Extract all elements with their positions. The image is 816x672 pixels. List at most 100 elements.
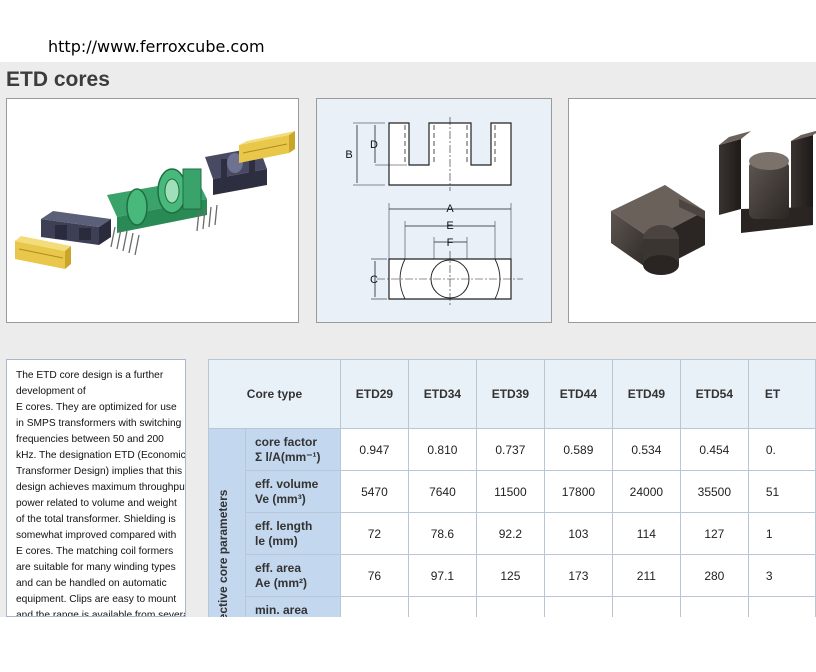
description-line: in SMPS transformers with switching (16, 418, 182, 429)
dim-label-a: A (446, 203, 454, 215)
param-symbol: le (255, 533, 266, 548)
e-core-profile (388, 122, 512, 186)
table-header-row: Core type ETD29 ETD34 ETD39 ETD44 ETD49 … (208, 359, 816, 429)
dim-label-d: D (370, 139, 378, 151)
table-cell: 97.1 (407, 554, 477, 597)
description-line: equipment. Clips are easy to mount (16, 594, 177, 605)
table-cell: 211 (611, 554, 681, 597)
param-unit: (mm⁻¹) (280, 449, 321, 464)
param-name: eff. area (255, 560, 302, 575)
core-photo-panel (568, 98, 816, 323)
description-line: and can be handled on automatic (16, 578, 167, 589)
table-cell: 0.534 (611, 428, 681, 471)
table-cell: 3 (747, 554, 816, 597)
table-cell: 127 (679, 512, 749, 555)
e-core-left (41, 211, 111, 245)
table-cell: 0.947 (339, 428, 409, 471)
core-type-etd39: ETD39 (475, 359, 545, 429)
ferrite-core-front (611, 185, 705, 275)
param-symbol: Ve (255, 491, 270, 506)
description-line: design achieves maximum throughput (16, 482, 186, 493)
param-unit: (mm) (268, 533, 298, 548)
core-type-etd29: ETD29 (339, 359, 409, 429)
param-name: core factor (255, 434, 318, 449)
dimension-drawing: B D A E F C (345, 117, 523, 307)
table-cell: 35500 (679, 470, 749, 513)
description-line: E cores. They are optimized for use (16, 402, 177, 413)
param-unit: (mm³) (272, 491, 306, 506)
param-core-factor: core factor Σ l/A(mm⁻¹) (245, 428, 341, 471)
dim-label-e: E (446, 220, 453, 232)
core-type-etd44: ETD44 (543, 359, 613, 429)
core-parameters-table: Core type ETD29 ETD34 ETD39 ETD44 ETD49 … (208, 359, 816, 639)
clip-right (239, 131, 295, 163)
table-cell: 17800 (543, 470, 613, 513)
url-text: http://www.ferroxcube.com (48, 37, 265, 56)
table-cell: 72 (339, 512, 409, 555)
table-cell: 78.6 (407, 512, 477, 555)
table-cell: 0.454 (679, 428, 749, 471)
table-cell: 51 (747, 470, 816, 513)
table-cell: 92.2 (475, 512, 545, 555)
description-text: The ETD core design is a further develop… (7, 360, 186, 617)
param-name: eff. volume (255, 476, 319, 491)
dim-label-c: C (370, 274, 378, 286)
description-line: E cores. The matching coil formers (16, 546, 174, 557)
table-cell: 114 (611, 512, 681, 555)
table-cell: 11500 (475, 470, 545, 513)
param-eff-length: eff. length le (mm) (245, 512, 341, 555)
group-label: effective core parameters (216, 489, 230, 635)
description-line: Transformer Design) implies that this (16, 466, 183, 477)
description-line: and the range is available from several (16, 610, 186, 617)
section-title: ETD cores (6, 68, 110, 91)
param-name: min. area (255, 603, 308, 617)
param-symbol: Σ l/A (255, 449, 281, 464)
group-label-cell: effective core parameters (208, 428, 246, 639)
table-cell: 0. (747, 428, 816, 471)
description-line: development of (16, 386, 86, 397)
table-cell: 125 (475, 554, 545, 597)
param-unit: (mm²) (273, 575, 308, 590)
table-cell: 5470 (339, 470, 409, 513)
description-line: power related to volume and weight (16, 498, 177, 509)
core-type-etd49: ETD49 (611, 359, 681, 429)
table-cell: 173 (543, 554, 613, 597)
core-type-etd54: ETD54 (679, 359, 749, 429)
core-type-etd59: ET (747, 359, 816, 429)
description-box: The ETD core design is a further develop… (6, 359, 186, 617)
description-line: of the total transformer. Shielding is (16, 514, 176, 525)
coil-former (107, 168, 218, 256)
description-line: kHz. The designation ETD (Economic (16, 450, 186, 461)
table-cell: 280 (679, 554, 749, 597)
dimension-drawing-panel: B D A E F C (316, 98, 552, 323)
table-cell: 7640 (407, 470, 477, 513)
dim-label-b: B (345, 149, 352, 161)
table-row: eff. volume Ve (mm³) 5470 7640 11500 178… (209, 470, 816, 513)
table-cell: 0.589 (543, 428, 613, 471)
table-cell: 24000 (611, 470, 681, 513)
etd-ferrite-cores-photo (611, 130, 816, 275)
table-row: effective core parameters core factor Σ … (208, 428, 816, 639)
core-type-etd34: ETD34 (407, 359, 477, 429)
table-cell: 0.737 (475, 428, 545, 471)
description-line: are suitable for many winding types (16, 562, 176, 573)
param-name: eff. length (255, 518, 313, 533)
page-bottom-cutoff (0, 617, 816, 672)
param-symbol: Ae (255, 575, 271, 590)
description-line: The ETD core design is a further (16, 370, 164, 381)
param-eff-area: eff. area Ae (mm²) (245, 554, 341, 597)
table-row: eff. length le (mm) 72 78.6 92.2 103 114… (209, 512, 816, 555)
table-cell: 76 (339, 554, 409, 597)
description-line: frequencies between 50 and 200 (16, 434, 164, 445)
dim-label-f: F (447, 237, 454, 249)
description-line: somewhat improved compared with (16, 530, 177, 541)
e-core-right (205, 147, 267, 195)
exploded-transformer-illustration (15, 131, 295, 269)
ferrite-core-back (719, 130, 816, 233)
table-cell: 1 (747, 512, 816, 555)
table-row: eff. area Ae (mm²) 76 97.1 125 173 211 2… (209, 554, 816, 597)
assembly-image-panel (6, 98, 299, 323)
core-type-header: Core type (208, 359, 341, 429)
table-cell: 103 (543, 512, 613, 555)
param-eff-volume: eff. volume Ve (mm³) (245, 470, 341, 513)
